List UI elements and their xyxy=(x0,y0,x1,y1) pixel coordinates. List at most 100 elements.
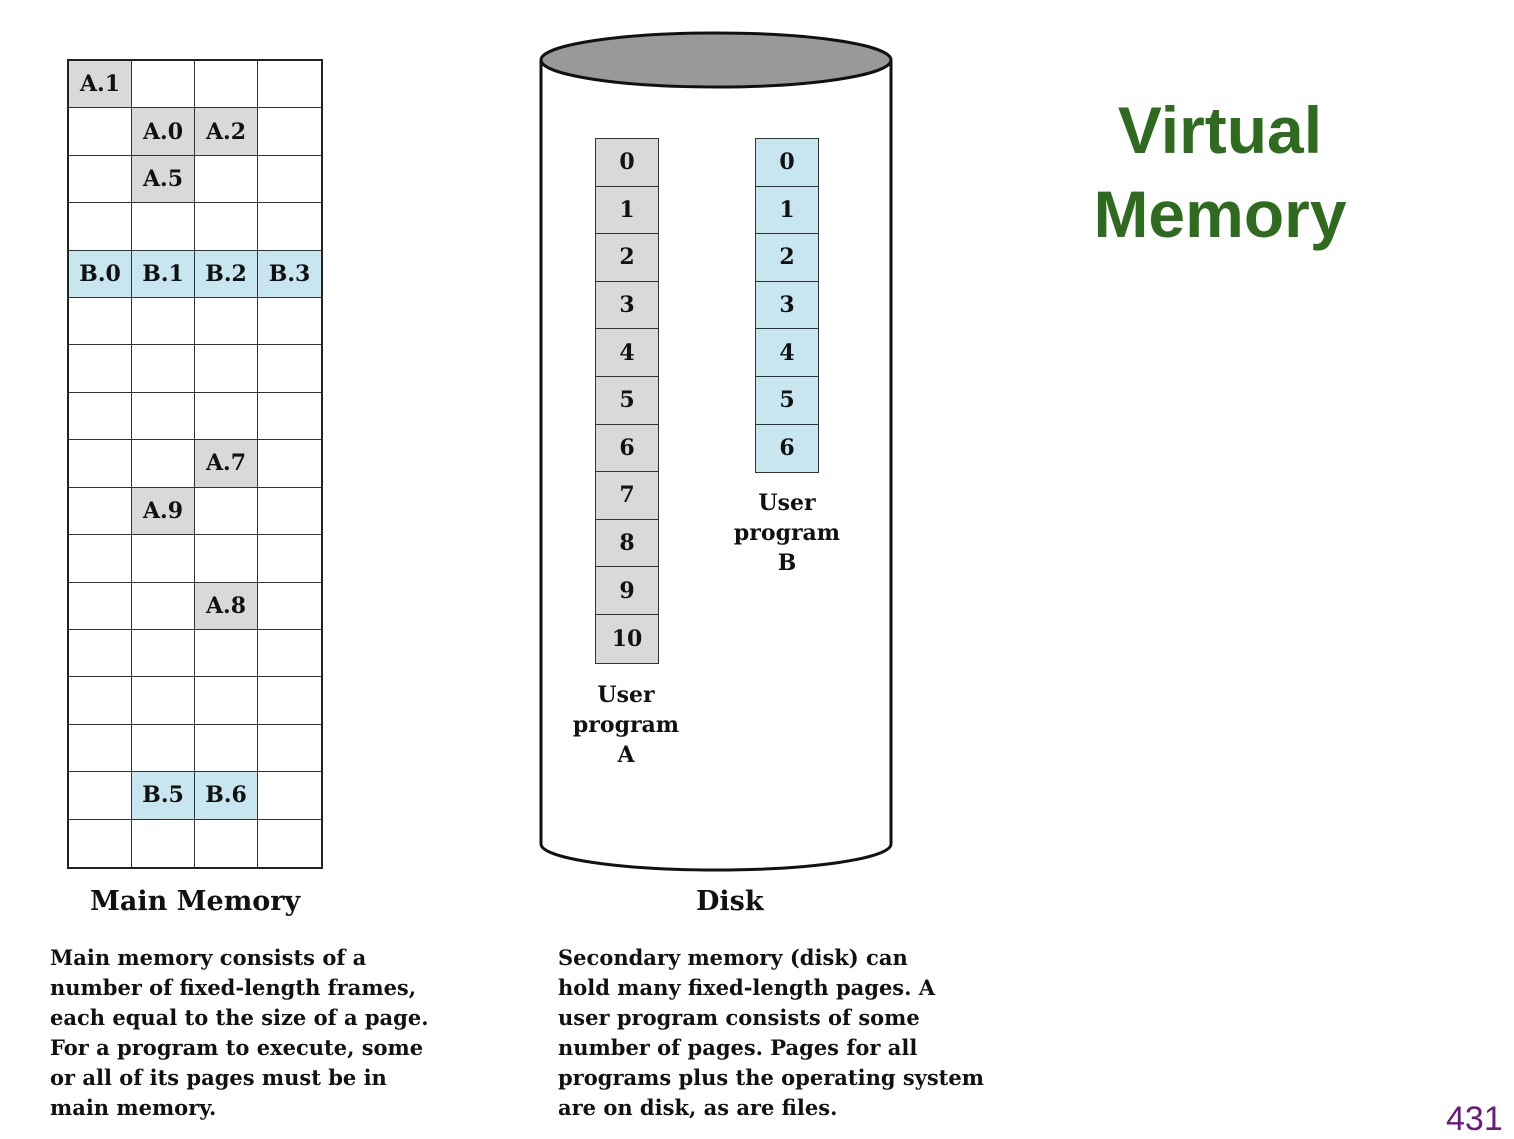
memory-frame-occupied: B.1 xyxy=(132,250,195,299)
program-a-page: 4 xyxy=(596,329,658,377)
memory-frame-empty xyxy=(258,440,321,488)
memory-frame-empty xyxy=(195,535,258,583)
memory-frame-occupied: B.5 xyxy=(132,772,195,820)
memory-frame-occupied: A.1 xyxy=(69,61,132,109)
program-b-page: 1 xyxy=(756,186,818,235)
disk-description: Secondary memory (disk) can hold many fi… xyxy=(558,945,984,1120)
memory-frame-empty xyxy=(258,677,321,725)
memory-frame-empty xyxy=(195,155,258,204)
memory-frame-empty xyxy=(195,298,258,346)
program-a-label-line: program xyxy=(572,712,680,738)
memory-frame-empty xyxy=(69,155,132,204)
memory-frame-occupied: A.9 xyxy=(132,487,195,536)
memory-frame-occupied: A.2 xyxy=(195,108,258,156)
memory-frame-empty xyxy=(195,724,258,773)
memory-frame-empty xyxy=(195,392,258,441)
memory-frame-empty xyxy=(258,535,321,583)
program-a-label-line: User xyxy=(597,682,655,708)
memory-frame-empty xyxy=(195,487,258,536)
memory-frame-empty xyxy=(258,156,321,204)
memory-frame-empty xyxy=(195,203,258,251)
memory-frame-empty xyxy=(132,61,195,109)
program-a-label: User program A xyxy=(566,680,686,770)
program-b-page: 3 xyxy=(756,281,818,330)
memory-frame-empty xyxy=(69,772,132,820)
slide-title-line: Virtual xyxy=(1117,93,1323,167)
memory-frame-empty xyxy=(132,582,195,630)
memory-frame-empty xyxy=(69,440,132,488)
program-a-page: 10 xyxy=(596,614,658,663)
memory-frame-empty xyxy=(195,629,258,678)
memory-frame-empty xyxy=(132,298,195,346)
memory-frame-empty xyxy=(195,819,258,867)
memory-frame-occupied: B.3 xyxy=(258,250,321,299)
memory-frame-empty xyxy=(258,298,321,346)
slide-title: Virtual Memory xyxy=(1060,88,1380,256)
memory-frame-occupied: A.8 xyxy=(195,582,258,630)
program-b-page: 0 xyxy=(756,139,818,187)
memory-frame-occupied: B.0 xyxy=(69,250,132,299)
memory-frame-empty xyxy=(132,819,195,867)
memory-frame-occupied: A.5 xyxy=(132,155,195,204)
memory-frame-empty xyxy=(195,345,258,393)
program-a-page: 2 xyxy=(596,234,658,282)
memory-frame-empty xyxy=(258,203,321,251)
disk-top xyxy=(539,31,893,89)
memory-frame-empty xyxy=(69,677,132,725)
memory-frame-empty xyxy=(258,630,321,678)
program-b-page: 5 xyxy=(756,376,818,425)
memory-frame-empty xyxy=(132,440,195,488)
memory-frame-empty xyxy=(258,61,321,109)
program-a-page: 6 xyxy=(596,424,658,473)
memory-frame-occupied: B.2 xyxy=(195,250,258,299)
program-b-label-line: User xyxy=(758,490,816,516)
memory-frame-empty xyxy=(132,535,195,583)
memory-frame-empty xyxy=(69,298,132,346)
program-a-page: 9 xyxy=(596,567,658,615)
memory-frame-empty xyxy=(69,819,132,867)
memory-frame-empty xyxy=(258,583,321,630)
memory-frame-empty xyxy=(258,725,321,773)
main-memory-label: Main Memory xyxy=(90,886,301,917)
program-a-page: 1 xyxy=(596,186,658,235)
memory-frame-empty xyxy=(258,108,321,156)
memory-frame-empty xyxy=(69,724,132,773)
memory-frame-empty xyxy=(69,629,132,678)
memory-frame-empty xyxy=(132,677,195,725)
main-memory-description: Main memory consists of a number of fixe… xyxy=(50,945,429,1120)
program-a-page: 0 xyxy=(596,139,658,187)
program-b-label: User program B xyxy=(727,488,847,578)
memory-frame-empty xyxy=(69,535,132,583)
program-a-page: 3 xyxy=(596,281,658,330)
memory-frame-empty xyxy=(69,392,132,441)
program-b-page: 2 xyxy=(756,234,818,282)
memory-frame-empty xyxy=(258,772,321,820)
memory-frame-empty xyxy=(258,393,321,441)
memory-frame-occupied: B.6 xyxy=(195,772,258,820)
memory-frame-empty xyxy=(69,487,132,536)
memory-frame-empty xyxy=(195,677,258,725)
memory-frame-empty xyxy=(258,345,321,393)
program-b-page: 4 xyxy=(756,329,818,377)
memory-frame-empty xyxy=(69,203,132,251)
memory-frame-empty xyxy=(132,203,195,251)
memory-frame-empty xyxy=(69,345,132,393)
memory-frame-empty xyxy=(258,488,321,536)
memory-frame-empty xyxy=(69,582,132,630)
program-a-page: 5 xyxy=(596,376,658,425)
memory-frame-occupied: A.7 xyxy=(195,440,258,488)
slide-title-line: Memory xyxy=(1093,177,1347,251)
memory-frame-empty xyxy=(132,724,195,773)
memory-frame-empty xyxy=(132,629,195,678)
memory-frame-empty xyxy=(132,345,195,393)
memory-frame-empty xyxy=(132,392,195,441)
program-a-label-line: A xyxy=(617,742,635,768)
program-b-label-line: program xyxy=(733,520,841,546)
memory-frame-occupied: A.0 xyxy=(132,108,195,156)
program-a-page: 7 xyxy=(596,472,658,520)
memory-frame-empty xyxy=(258,820,321,867)
program-a-page: 8 xyxy=(596,519,658,568)
